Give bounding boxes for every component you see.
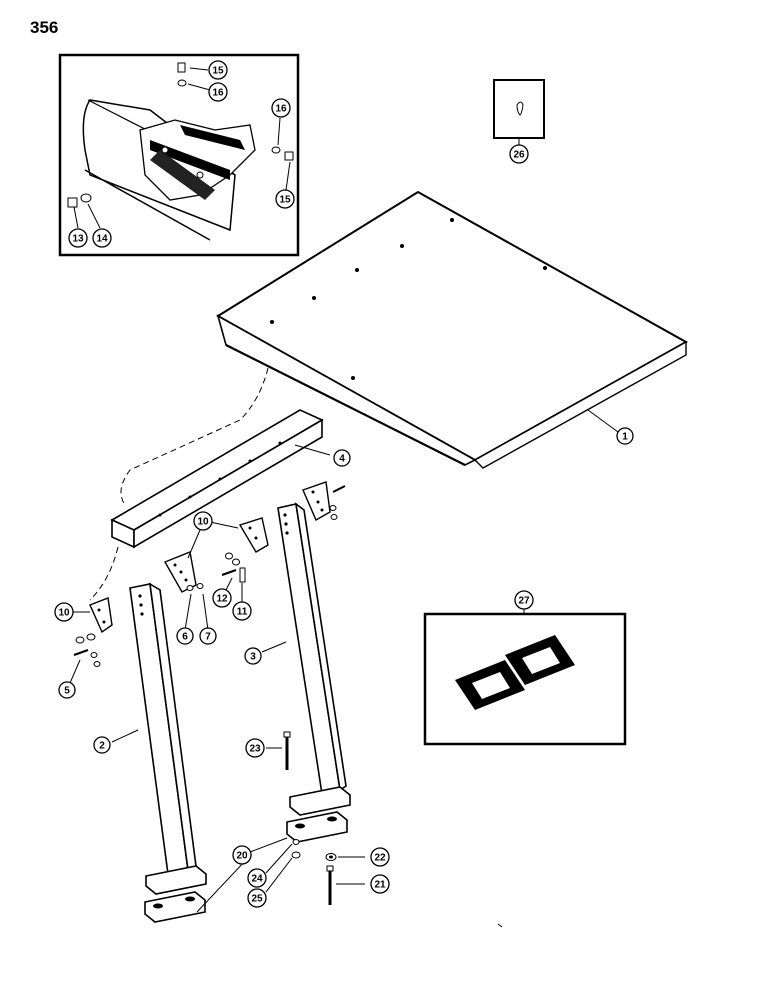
inset-detail xyxy=(58,53,300,257)
callout-6-label: 6 xyxy=(182,632,188,643)
page-number: 356 xyxy=(30,18,59,37)
callout-15-top: 15 xyxy=(208,60,228,80)
callout-5-label: 5 xyxy=(64,686,70,697)
callout-21: 21 xyxy=(370,874,390,894)
callouts: 1 2 3 4 5 6 7 10 10 11 12 13 14 15 15 16… xyxy=(54,60,634,908)
callout-7-label: 7 xyxy=(205,632,211,643)
callout-13: 13 xyxy=(68,228,88,248)
callout-4-label: 4 xyxy=(339,454,345,465)
callout-24-label: 24 xyxy=(251,874,263,885)
callout-2: 2 xyxy=(93,736,111,754)
callout-14-label: 14 xyxy=(96,234,108,245)
callout-23-label: 23 xyxy=(249,744,261,755)
callout-4: 4 xyxy=(333,449,351,467)
callout-6: 6 xyxy=(176,627,194,645)
callout-24: 24 xyxy=(247,868,267,888)
callout-10-center-label: 10 xyxy=(197,517,209,528)
callout-16-top-label: 16 xyxy=(212,88,224,99)
callout-25-label: 25 xyxy=(251,894,263,905)
callout-12-label: 12 xyxy=(216,594,228,605)
callout-10-left: 10 xyxy=(54,602,74,622)
callout-12: 12 xyxy=(212,588,232,608)
cross-beam xyxy=(89,367,331,601)
brackets xyxy=(73,481,331,634)
callout-10-center: 10 xyxy=(193,511,213,531)
callout-22-label: 22 xyxy=(374,853,386,864)
callout-27: 27 xyxy=(514,590,534,610)
callout-10-left-label: 10 xyxy=(58,608,70,619)
callout-26: 26 xyxy=(509,144,529,164)
decal-27 xyxy=(423,608,627,746)
callout-1-label: 1 xyxy=(622,432,628,443)
callout-20-label: 20 xyxy=(236,851,248,862)
callout-22: 22 xyxy=(370,847,390,867)
callout-16-right-label: 16 xyxy=(275,104,287,115)
left-post xyxy=(111,582,207,923)
right-post xyxy=(261,502,351,843)
callout-15-right-label: 15 xyxy=(279,195,291,206)
callout-7: 7 xyxy=(199,627,217,645)
callout-13-label: 13 xyxy=(72,234,84,245)
callout-15-top-label: 15 xyxy=(212,66,224,77)
callout-14: 14 xyxy=(92,228,112,248)
callout-16-right: 16 xyxy=(271,98,291,118)
callout-15-right: 15 xyxy=(275,189,295,209)
callout-11: 11 xyxy=(232,601,252,621)
callout-20: 20 xyxy=(232,845,252,865)
decal-26 xyxy=(493,79,545,145)
callout-23: 23 xyxy=(245,738,265,758)
callout-27-label: 27 xyxy=(518,596,530,607)
callout-3: 3 xyxy=(244,647,262,665)
callout-25: 25 xyxy=(247,888,267,908)
callout-26-label: 26 xyxy=(513,150,525,161)
callout-5: 5 xyxy=(58,681,76,699)
hardware xyxy=(69,485,365,913)
canopy-top xyxy=(216,190,689,469)
callout-2-label: 2 xyxy=(99,741,105,752)
callout-1: 1 xyxy=(616,427,634,445)
callout-11-label: 11 xyxy=(237,607,248,618)
callout-21-label: 21 xyxy=(374,880,386,891)
callout-16-top: 16 xyxy=(208,82,228,102)
callout-3-label: 3 xyxy=(250,652,256,663)
